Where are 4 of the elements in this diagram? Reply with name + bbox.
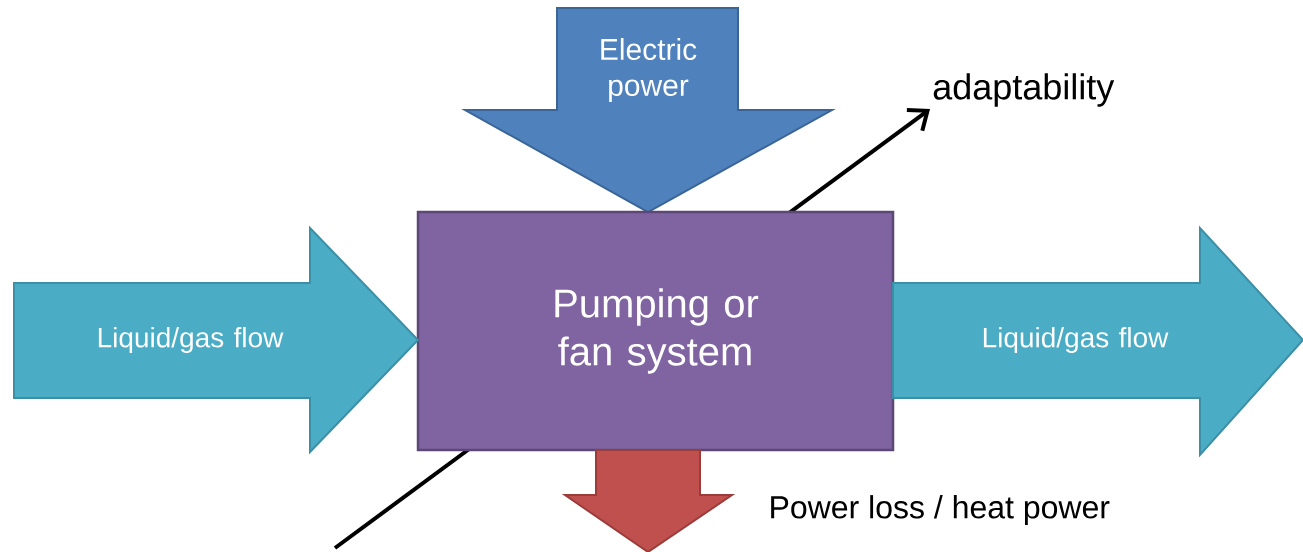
process-box: Pumping or fan system [416,210,895,452]
label-text: adaptability [933,73,1115,107]
block-arrow [561,449,736,552]
caption-text: Power loss / heat power [771,495,1110,525]
